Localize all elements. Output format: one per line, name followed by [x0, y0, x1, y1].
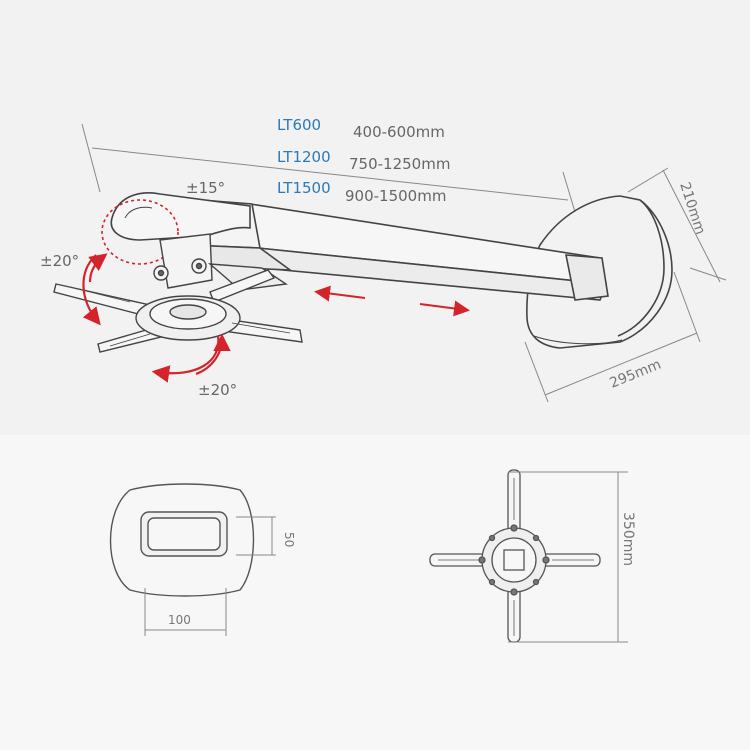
plate-depth-label: 295mm [608, 357, 664, 392]
range-label-lt600: 400-600mm [353, 123, 445, 141]
bracket-top-view [429, 469, 601, 643]
spider-bracket-top [53, 269, 303, 353]
bracket-span-dimension [508, 471, 628, 643]
tilt-indicator [101, 199, 179, 265]
extend-arrow-left [314, 285, 366, 302]
range-label-lt1500: 900-1500mm [345, 187, 446, 205]
plate-height-label: 210mm [676, 180, 708, 236]
model-label-lt1200: LT1200 [277, 148, 331, 166]
model-label-lt1500: LT1500 [277, 179, 331, 197]
arm-head [110, 192, 251, 241]
plate-depth-dimension [524, 271, 701, 403]
range-label-lt1200: 750-1250mm [349, 155, 450, 173]
length-dimension [81, 123, 576, 213]
bracket-span-label: 350mm [620, 512, 636, 566]
base-plate-view [109, 483, 255, 597]
model-label-lt600: LT600 [277, 116, 321, 134]
extend-arrow-right [419, 300, 470, 317]
base-dimensions [144, 516, 276, 636]
swivel-arrow-up [88, 253, 108, 283]
swivel-angle-label: ±20° [40, 252, 79, 270]
base-height-label: 50 [282, 532, 296, 547]
tilt-angle-label: ±15° [186, 179, 225, 197]
rotate-angle-label: ±20° [198, 381, 237, 399]
bottom-panel [0, 435, 750, 750]
base-width-label: 100 [168, 613, 191, 627]
plate-height-dimension [627, 167, 727, 283]
rotate-arrow-back [195, 333, 231, 376]
